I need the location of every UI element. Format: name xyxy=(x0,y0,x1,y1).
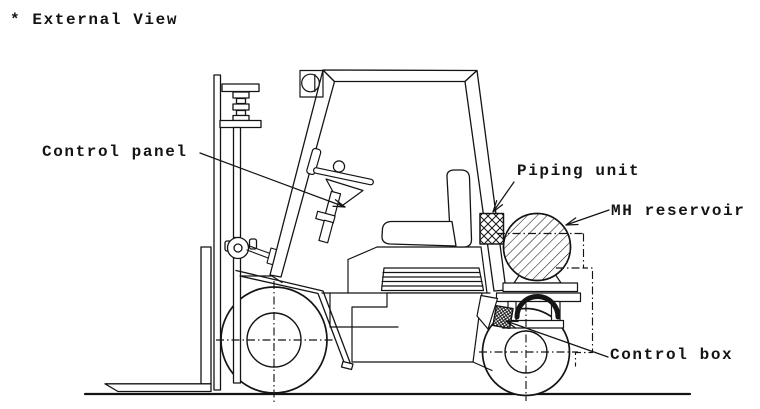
figure-title: * External View xyxy=(10,11,179,29)
control-panel-arrow xyxy=(199,152,346,208)
steering-knob xyxy=(332,160,346,173)
mh-reservoir-part xyxy=(502,212,572,282)
counterweight-phantom-outline xyxy=(574,233,594,367)
overhead-guard xyxy=(269,69,507,292)
fork xyxy=(104,246,212,393)
front-fender xyxy=(235,269,354,371)
engine-hood xyxy=(347,246,488,294)
callout-control-panel: Control panel xyxy=(42,143,188,161)
callout-arrows xyxy=(199,152,610,358)
rear-pillar xyxy=(464,69,507,292)
piping-unit-part xyxy=(479,212,505,245)
callout-mh-reservoir: MH reservoir xyxy=(611,202,746,220)
mast xyxy=(213,74,282,391)
underside-edge xyxy=(472,361,493,372)
mh-reservoir-arrow xyxy=(565,209,610,226)
chain-wheel xyxy=(224,236,258,260)
chassis-body xyxy=(235,246,493,372)
control-box-part xyxy=(492,305,514,329)
fork-blade xyxy=(104,383,212,393)
seat-cushion xyxy=(381,220,457,247)
callout-control-box: Control box xyxy=(610,346,734,364)
callout-piping-unit: Piping unit xyxy=(517,162,641,180)
piping-unit-arrow xyxy=(492,181,515,213)
center-lines xyxy=(216,232,594,402)
rear-assembly xyxy=(476,274,582,330)
seat xyxy=(381,169,473,248)
guard-top-bar xyxy=(322,69,478,83)
control-box-arrow xyxy=(505,320,609,358)
pillar-handle xyxy=(306,147,322,176)
steering-assembly xyxy=(306,147,374,244)
head-lamp xyxy=(299,69,324,98)
rear-fender-arch xyxy=(514,294,561,320)
side-panel xyxy=(351,292,483,363)
steering-wheel xyxy=(312,167,374,186)
